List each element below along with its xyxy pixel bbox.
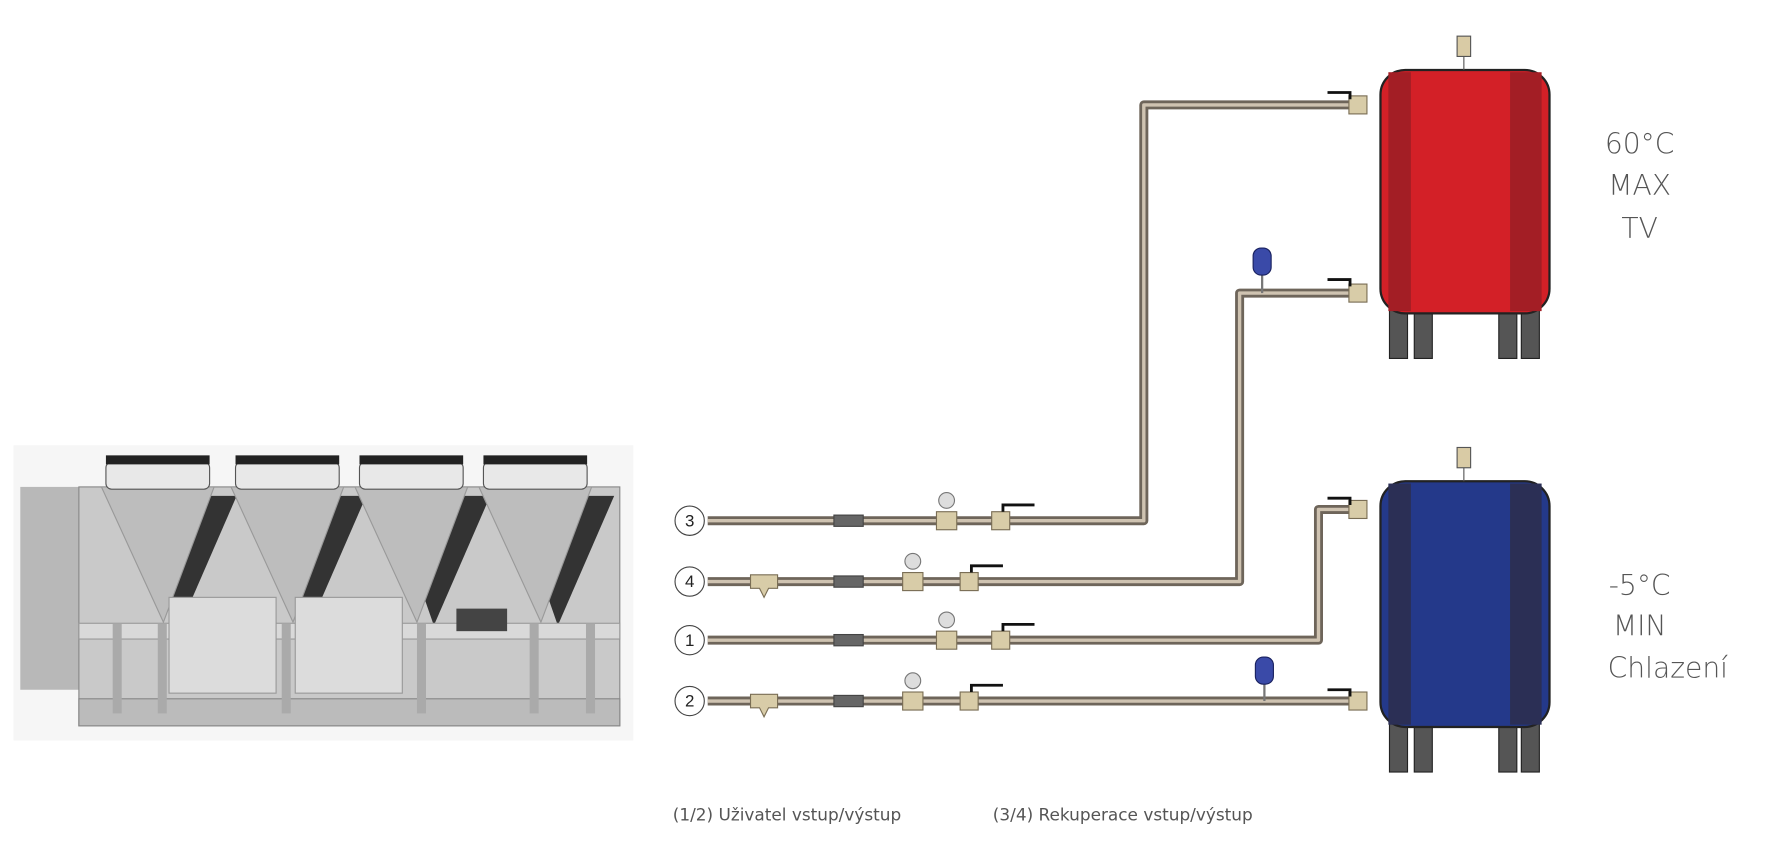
pressure-gauge-icon — [938, 491, 956, 509]
ball-valve-handle — [969, 683, 1003, 693]
cold-limit: MIN — [1613, 610, 1667, 643]
fitting — [991, 630, 1011, 650]
strainer-icon — [749, 574, 779, 599]
caption-user: (1/2) Uživatel vstup/výstup — [673, 804, 901, 824]
tank-valve-handle — [1327, 688, 1352, 697]
pipe-3 — [707, 100, 1358, 526]
tanks — [1379, 35, 1551, 773]
fan-guard — [235, 455, 340, 465]
connection-labels: 3 4 1 2 — [674, 505, 705, 717]
piping — [707, 100, 1358, 706]
air-vent-icon — [1456, 446, 1472, 469]
cold-water-tank-shade — [1510, 483, 1542, 725]
cold-water-tank — [1379, 480, 1551, 729]
connection-4-label: 4 — [685, 572, 694, 591]
connection-1-label: 1 — [685, 631, 694, 650]
flexible-hose — [833, 694, 864, 708]
gauge-tee — [935, 511, 958, 531]
compressor — [294, 596, 403, 694]
fan-guard — [359, 455, 464, 465]
gauge-tee — [935, 630, 958, 650]
fan-housing — [234, 461, 340, 490]
caption-recovery: (3/4) Rekuperace vstup/výstup — [993, 804, 1253, 824]
fan-housing — [105, 461, 211, 490]
pressure-gauge-icon — [938, 611, 956, 629]
hot-water-tank-shade — [1388, 72, 1411, 312]
pipe-4 — [707, 288, 1358, 587]
fitting — [1348, 499, 1368, 520]
gauge-tee — [902, 691, 924, 711]
connection-2-label: 2 — [685, 692, 694, 711]
flexible-hose — [833, 575, 864, 588]
fitting — [1348, 283, 1368, 303]
fitting — [991, 511, 1011, 531]
ball-valve-handle — [1001, 622, 1035, 632]
pipe-3-highlight — [707, 103, 1358, 523]
control-cabinet — [20, 486, 83, 690]
frame-post — [281, 623, 291, 714]
pump — [456, 608, 508, 632]
cold-temp: -5°C — [1609, 569, 1671, 602]
connection-1-circle — [674, 624, 705, 656]
fan-guard — [483, 455, 588, 465]
connection-3-circle — [674, 505, 705, 536]
pipe-1 — [707, 504, 1358, 645]
fitting — [1348, 691, 1368, 711]
tank-valve-handle — [1327, 278, 1352, 287]
fan-housing — [482, 461, 588, 490]
fitting — [1348, 95, 1368, 115]
frame-post — [529, 623, 539, 714]
flexible-hose — [833, 514, 864, 527]
ball-valve-handle — [1001, 503, 1035, 512]
pressure-gauge-icon — [904, 552, 922, 570]
fan-housing — [358, 461, 464, 490]
tank-valve-handle — [1327, 496, 1352, 505]
pipe-4-highlight — [707, 291, 1358, 584]
cold-water-tank-shade — [1388, 483, 1411, 725]
compressor — [168, 596, 277, 694]
expansion-vessel-icon — [1254, 656, 1274, 685]
tank-valve-handle — [1327, 91, 1352, 100]
pressure-gauge-icon — [904, 672, 922, 690]
expansion-vessel-icon — [1252, 247, 1272, 276]
chiller-unit — [13, 445, 634, 741]
cold-tank-labels: -5°C MIN Chlazení — [1608, 569, 1729, 684]
gauge-tee — [902, 571, 924, 592]
hot-temp: 60°C — [1605, 127, 1675, 160]
pipe-1-highlight — [707, 507, 1358, 642]
hot-water-tank-shade — [1510, 72, 1542, 312]
frame-post — [585, 623, 596, 714]
air-vent-icon — [1456, 35, 1472, 57]
connection-4-circle — [674, 566, 705, 597]
hot-limit: MAX — [1608, 169, 1671, 202]
pipe-components — [749, 91, 1368, 719]
connection-3-label: 3 — [685, 511, 694, 530]
ball-valve-handle — [969, 564, 1003, 573]
hot-water-tank — [1379, 68, 1551, 315]
strainer-icon — [749, 693, 779, 719]
frame-post — [416, 623, 426, 714]
hot-use: TV — [1621, 212, 1657, 245]
hot-tank-labels: 60°C MAX TV — [1605, 127, 1675, 245]
frame-post — [157, 623, 167, 714]
connection-2-circle — [674, 685, 705, 717]
fitting — [959, 571, 979, 592]
cold-use: Chlazení — [1608, 651, 1729, 684]
frame-post — [112, 623, 122, 714]
flexible-hose — [833, 633, 864, 647]
fitting — [959, 691, 979, 711]
fan-guard — [105, 455, 210, 465]
